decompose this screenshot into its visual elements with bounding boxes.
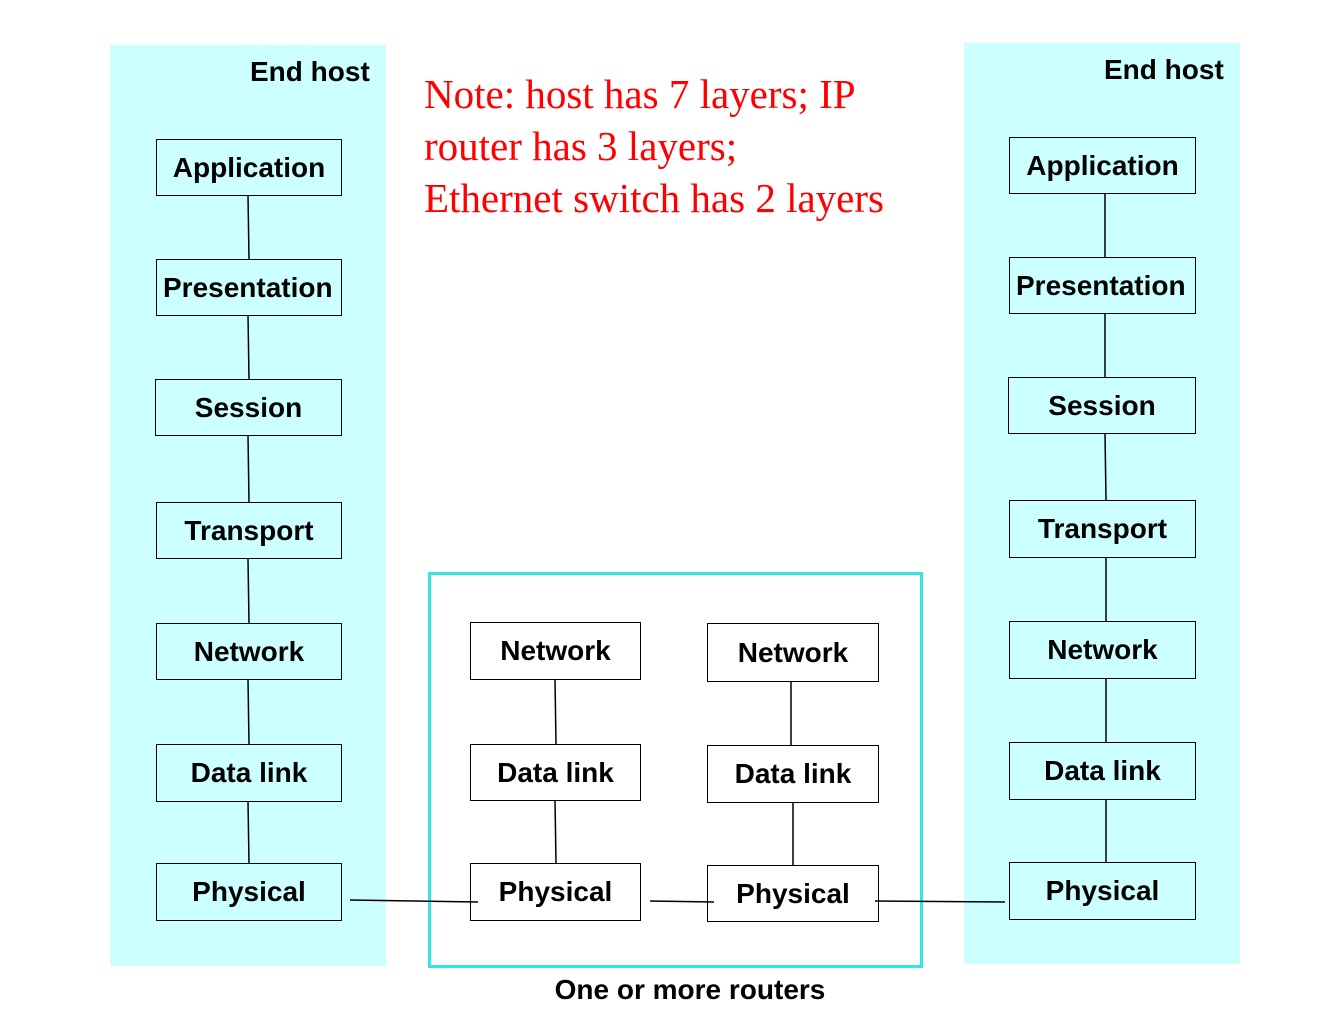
note-line-2: router has 3 layers;: [424, 123, 738, 169]
left-layer-network: Network: [156, 623, 342, 680]
right-layer-session: Session: [1008, 377, 1196, 434]
right-layer-presentation: Presentation: [1009, 257, 1196, 314]
layer-count-note: Note: host has 7 layers; IP router has 3…: [424, 68, 944, 224]
right-layer-data-link: Data link: [1009, 742, 1196, 800]
routers-caption: One or more routers: [554, 974, 826, 1005]
router-a-layer-data-link: Data link: [470, 744, 641, 801]
routers-box: [428, 572, 923, 968]
right-layer-application: Application: [1009, 137, 1196, 194]
left-layer-transport: Transport: [156, 502, 342, 559]
router-a-layer-physical: Physical: [470, 863, 641, 921]
right-host-label: End host: [1104, 54, 1224, 85]
right-host-panel: [964, 43, 1240, 964]
left-layer-application: Application: [156, 139, 342, 196]
left-layer-physical: Physical: [156, 863, 342, 921]
left-host-label: End host: [250, 56, 370, 87]
router-b-layer-physical: Physical: [707, 865, 879, 922]
right-layer-physical: Physical: [1009, 862, 1196, 920]
left-layer-session: Session: [155, 379, 342, 436]
note-line-1: Note: host has 7 layers; IP: [424, 71, 856, 117]
router-a-layer-network: Network: [470, 622, 641, 680]
right-layer-network: Network: [1009, 621, 1196, 679]
router-b-layer-data-link: Data link: [707, 745, 879, 803]
router-b-layer-network: Network: [707, 623, 879, 682]
right-layer-transport: Transport: [1009, 500, 1196, 558]
left-layer-presentation: Presentation: [156, 259, 342, 316]
left-layer-data-link: Data link: [156, 744, 342, 802]
note-line-3: Ethernet switch has 2 layers: [424, 175, 884, 221]
